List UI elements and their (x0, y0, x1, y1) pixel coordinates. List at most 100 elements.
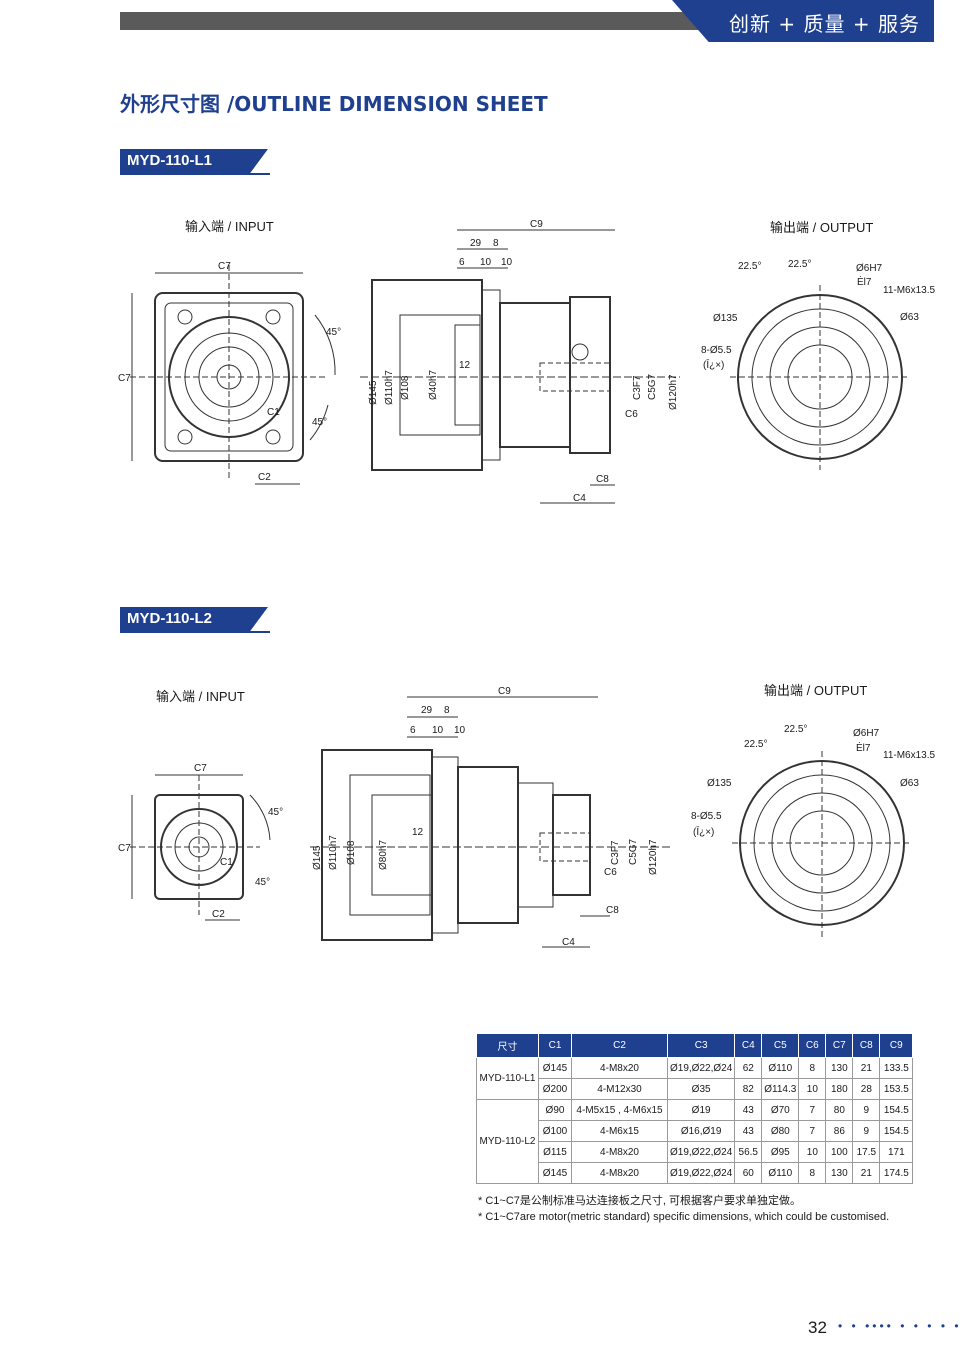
table-row: MYD-110-L2 Ø90 4-M5x15 , 4-M6x15 Ø19 43 … (476, 1099, 914, 1184)
dim-c4: C4 (562, 937, 575, 948)
input-flange-view (130, 774, 271, 921)
dim-d110: Ø110h7 (328, 835, 339, 870)
table-header-row: 尺寸 C1 C2 C3 C4 C5 C6 C7 C8 C9 (476, 1033, 914, 1058)
table-cell: 43 (734, 1099, 763, 1121)
table-cell: 8 (798, 1162, 827, 1184)
output-flange-view (730, 285, 910, 470)
dim-10-a: 10 (480, 257, 492, 268)
table-cell: Ø95 (761, 1141, 800, 1163)
model-tag-label: MYD-110-L1 (127, 152, 213, 169)
table-cell: 4-M8x20 (571, 1141, 668, 1163)
slogan-badge: 创新 + 质量 + 服务 (672, 0, 934, 42)
table-cell: 4-M5x15 , 4-M6x15 (571, 1099, 668, 1121)
table-cell: 7 (798, 1099, 827, 1121)
table-cell: Ø80 (761, 1120, 800, 1142)
col-header: C4 (734, 1033, 763, 1058)
table-cell: 4-M12x30 (571, 1078, 668, 1100)
table-cell: Ø16,Ø19 (666, 1120, 736, 1142)
sheet-title: 外形尺寸图 /OUTLINE DIMENSION SHEET (120, 92, 548, 116)
table-cell: 82 (734, 1078, 763, 1100)
dim-c2: C2 (258, 472, 271, 483)
dim-8: 8 (444, 705, 450, 716)
table-cell: 9 (852, 1099, 881, 1121)
dim-c7-top: C7 (218, 261, 231, 272)
dim-d145: Ø145 (312, 845, 323, 870)
input-label: 输入端 / INPUT (156, 689, 245, 704)
table-cell: 10 (798, 1078, 827, 1100)
table-cell: Ø35 (666, 1078, 736, 1100)
output-flange-view (732, 751, 912, 937)
table-cell: 60 (734, 1162, 763, 1184)
dim-d120: Ø120h7 (648, 839, 659, 875)
table-cell: Ø19 (666, 1099, 736, 1121)
table-cell: Ø90 (538, 1099, 572, 1121)
dim-6: 6 (410, 725, 416, 736)
dim-c3: C3F7 (610, 840, 621, 865)
page-number: 32 (808, 1318, 827, 1337)
dim-c8: C8 (606, 905, 619, 916)
table-row: Ø200 4-M12x30 Ø35 82 Ø114.3 10 180 28 15… (477, 1078, 914, 1100)
dim-d63: Ø63 (900, 312, 919, 323)
table-cell: 180 (825, 1078, 854, 1100)
input-flange-view (130, 265, 336, 485)
table-cell: 7 (798, 1120, 827, 1142)
header-bar (120, 12, 700, 30)
table-cell: Ø114.3 (761, 1078, 800, 1100)
model-tag-l1: MYD-110-L1 (120, 149, 268, 173)
dim-c6: C6 (604, 867, 617, 878)
model-tag-l2: MYD-110-L2 (120, 607, 268, 631)
table-cell: Ø70 (761, 1099, 800, 1121)
model-cell: MYD-110-L1 (476, 1057, 539, 1100)
col-header: C3 (666, 1033, 736, 1058)
table-cell: 154.5 (879, 1099, 914, 1121)
dim-12: 12 (459, 360, 471, 371)
dim-8: 8 (493, 238, 499, 249)
dim-29: 29 (421, 705, 433, 716)
model-cell: MYD-110-L2 (476, 1099, 539, 1184)
dim-c4: C4 (573, 493, 586, 504)
table-cell: 130 (825, 1057, 854, 1079)
col-header: C7 (825, 1033, 854, 1058)
table-cell: 9 (852, 1120, 881, 1142)
model-rule-l2 (120, 631, 270, 633)
output-label: 输出端 / OUTPUT (764, 683, 867, 698)
dim-225-a: 22.5° (744, 739, 767, 750)
drawing-l2: 输入端 / INPUT 输出端 / OUTPUT C7 C7 C2 C1 45°… (110, 675, 950, 955)
dim-45-b: 45° (312, 417, 327, 428)
table-cell: Ø145 (538, 1057, 572, 1079)
col-header: 尺寸 (476, 1033, 539, 1058)
table-row: MYD-110-L1 Ø145 4-M8x20 Ø19,Ø22,Ø24 62 Ø… (476, 1057, 914, 1100)
dim-225-b: 22.5° (784, 724, 807, 735)
table-cell: 43 (734, 1120, 763, 1142)
table-cell: 4-M8x20 (571, 1057, 668, 1079)
table-cell: Ø115 (538, 1141, 572, 1163)
table-cell: 21 (852, 1057, 881, 1079)
col-header: C9 (879, 1033, 914, 1058)
table-cell: 86 (825, 1120, 854, 1142)
table-cell: Ø19,Ø22,Ø24 (666, 1141, 736, 1163)
dim-12: 12 (412, 827, 424, 838)
table-cell: 171 (879, 1141, 914, 1163)
dim-m6: 11-M6x13.5 (883, 750, 936, 761)
side-view (360, 229, 680, 504)
dim-29: 29 (470, 238, 482, 249)
dim-45-a: 45° (326, 327, 341, 338)
table-cell: 10 (798, 1141, 827, 1163)
table-cell: 21 (852, 1162, 881, 1184)
table-cell: 4-M6x15 (571, 1120, 668, 1142)
table-row: Ø145 4-M8x20 Ø19,Ø22,Ø24 60 Ø110 8 130 2… (477, 1162, 914, 1184)
table-cell: Ø100 (538, 1120, 572, 1142)
dim-ei7: Ėl7 (857, 275, 872, 288)
dim-c7-top: C7 (194, 763, 207, 774)
col-header: C1 (538, 1033, 572, 1058)
note-en: * C1~C7are motor(metric standard) specif… (478, 1211, 890, 1223)
dim-ei7: Ėl7 (856, 741, 871, 754)
dim-pcd: (Ī¿×) (703, 359, 724, 371)
output-label: 输出端 / OUTPUT (770, 220, 873, 235)
table-cell: Ø110 (761, 1057, 800, 1079)
dim-45-b: 45° (255, 877, 270, 888)
table-cell: 28 (852, 1078, 881, 1100)
dim-c8: C8 (596, 474, 609, 485)
table-cell: Ø200 (538, 1078, 572, 1100)
dim-d110: Ø110h7 (384, 370, 395, 405)
